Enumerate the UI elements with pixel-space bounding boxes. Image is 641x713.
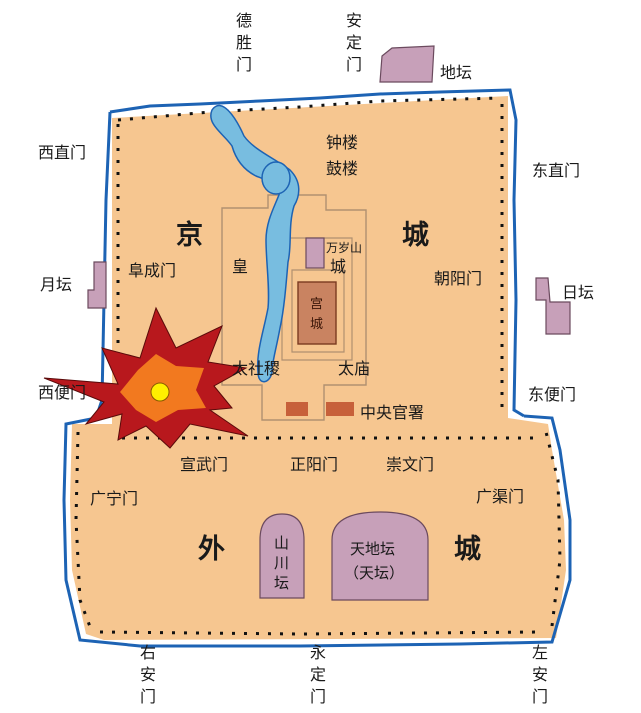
label-wansui-shan: 万岁山 [326, 240, 362, 255]
gate-zhengyangmen: 正阳门 [290, 455, 338, 474]
wansui-shan-block [305, 237, 325, 269]
label-ditan: 地坛 [440, 63, 472, 82]
office-block-right [326, 402, 354, 416]
label-yuetan: 月坛 [40, 275, 72, 294]
label-palace: 宫 城 [310, 297, 327, 332]
gate-guangningmen: 广宁门 [90, 489, 138, 508]
label-huang: 皇 [232, 257, 248, 276]
gate-guangqumen: 广渠门 [476, 487, 524, 506]
label-central-offices: 中央官署 [360, 403, 424, 422]
district-cheng-inner: 城 [402, 220, 429, 251]
gate-dongzhimen: 东直门 [532, 161, 580, 180]
outer-city-land [70, 424, 566, 640]
label-tai-miao: 太庙 [338, 359, 370, 378]
district-wai: 外 [198, 534, 225, 565]
gate-zuoanmen: 左 安 门 [532, 643, 553, 706]
district-jing: 京 [176, 219, 203, 251]
gate-deshengmen: 德 胜 门 [236, 11, 257, 74]
inner-city-moat [109, 88, 525, 418]
label-taishe-ji: 太社稷 [232, 359, 280, 378]
gate-xuanwumen: 宣武门 [180, 455, 228, 474]
label-tiantan: 天地坛 （天坛） [344, 540, 404, 582]
district-cheng-outer: 城 [454, 534, 481, 565]
explosion-core [150, 382, 170, 402]
tiantan-altar [331, 511, 429, 601]
inner-city-land [112, 96, 548, 432]
gate-yongdingmen: 永 定 门 [310, 643, 331, 706]
gate-xizhimen: 西直门 [38, 143, 86, 162]
label-bell-tower: 钟楼 [326, 133, 358, 152]
ritan-altar [535, 277, 571, 335]
gate-youanmen: 右 安 门 [140, 643, 161, 706]
ditan-altar [379, 45, 435, 83]
gate-fuchengmen: 阜成门 [128, 261, 176, 280]
imperial-city-boundary [221, 194, 367, 421]
label-ritan: 日坛 [562, 283, 594, 302]
label-shanchuan-tan: 山 川 坛 [274, 534, 294, 592]
palace-city-block [297, 281, 337, 345]
label-cheng-imperial: 城 [330, 257, 346, 276]
shanchuan-altar [259, 513, 305, 599]
yuetan-altar [87, 261, 107, 309]
gate-dongbianmen: 东便门 [528, 385, 576, 404]
label-drum-tower: 鼓楼 [326, 159, 358, 178]
outer-city-moat [62, 414, 572, 648]
office-block-left [286, 402, 308, 416]
shichahai-pond [261, 161, 291, 195]
inner-wall-ticks [116, 96, 504, 420]
gate-andingmen: 安 定 门 [346, 11, 367, 74]
gate-chongwenmen: 崇文门 [386, 455, 434, 474]
gate-xibianmen: 西便门 [38, 383, 86, 402]
gate-chaoyangmen: 朝阳门 [434, 269, 482, 288]
explosion-marker [43, 306, 249, 449]
